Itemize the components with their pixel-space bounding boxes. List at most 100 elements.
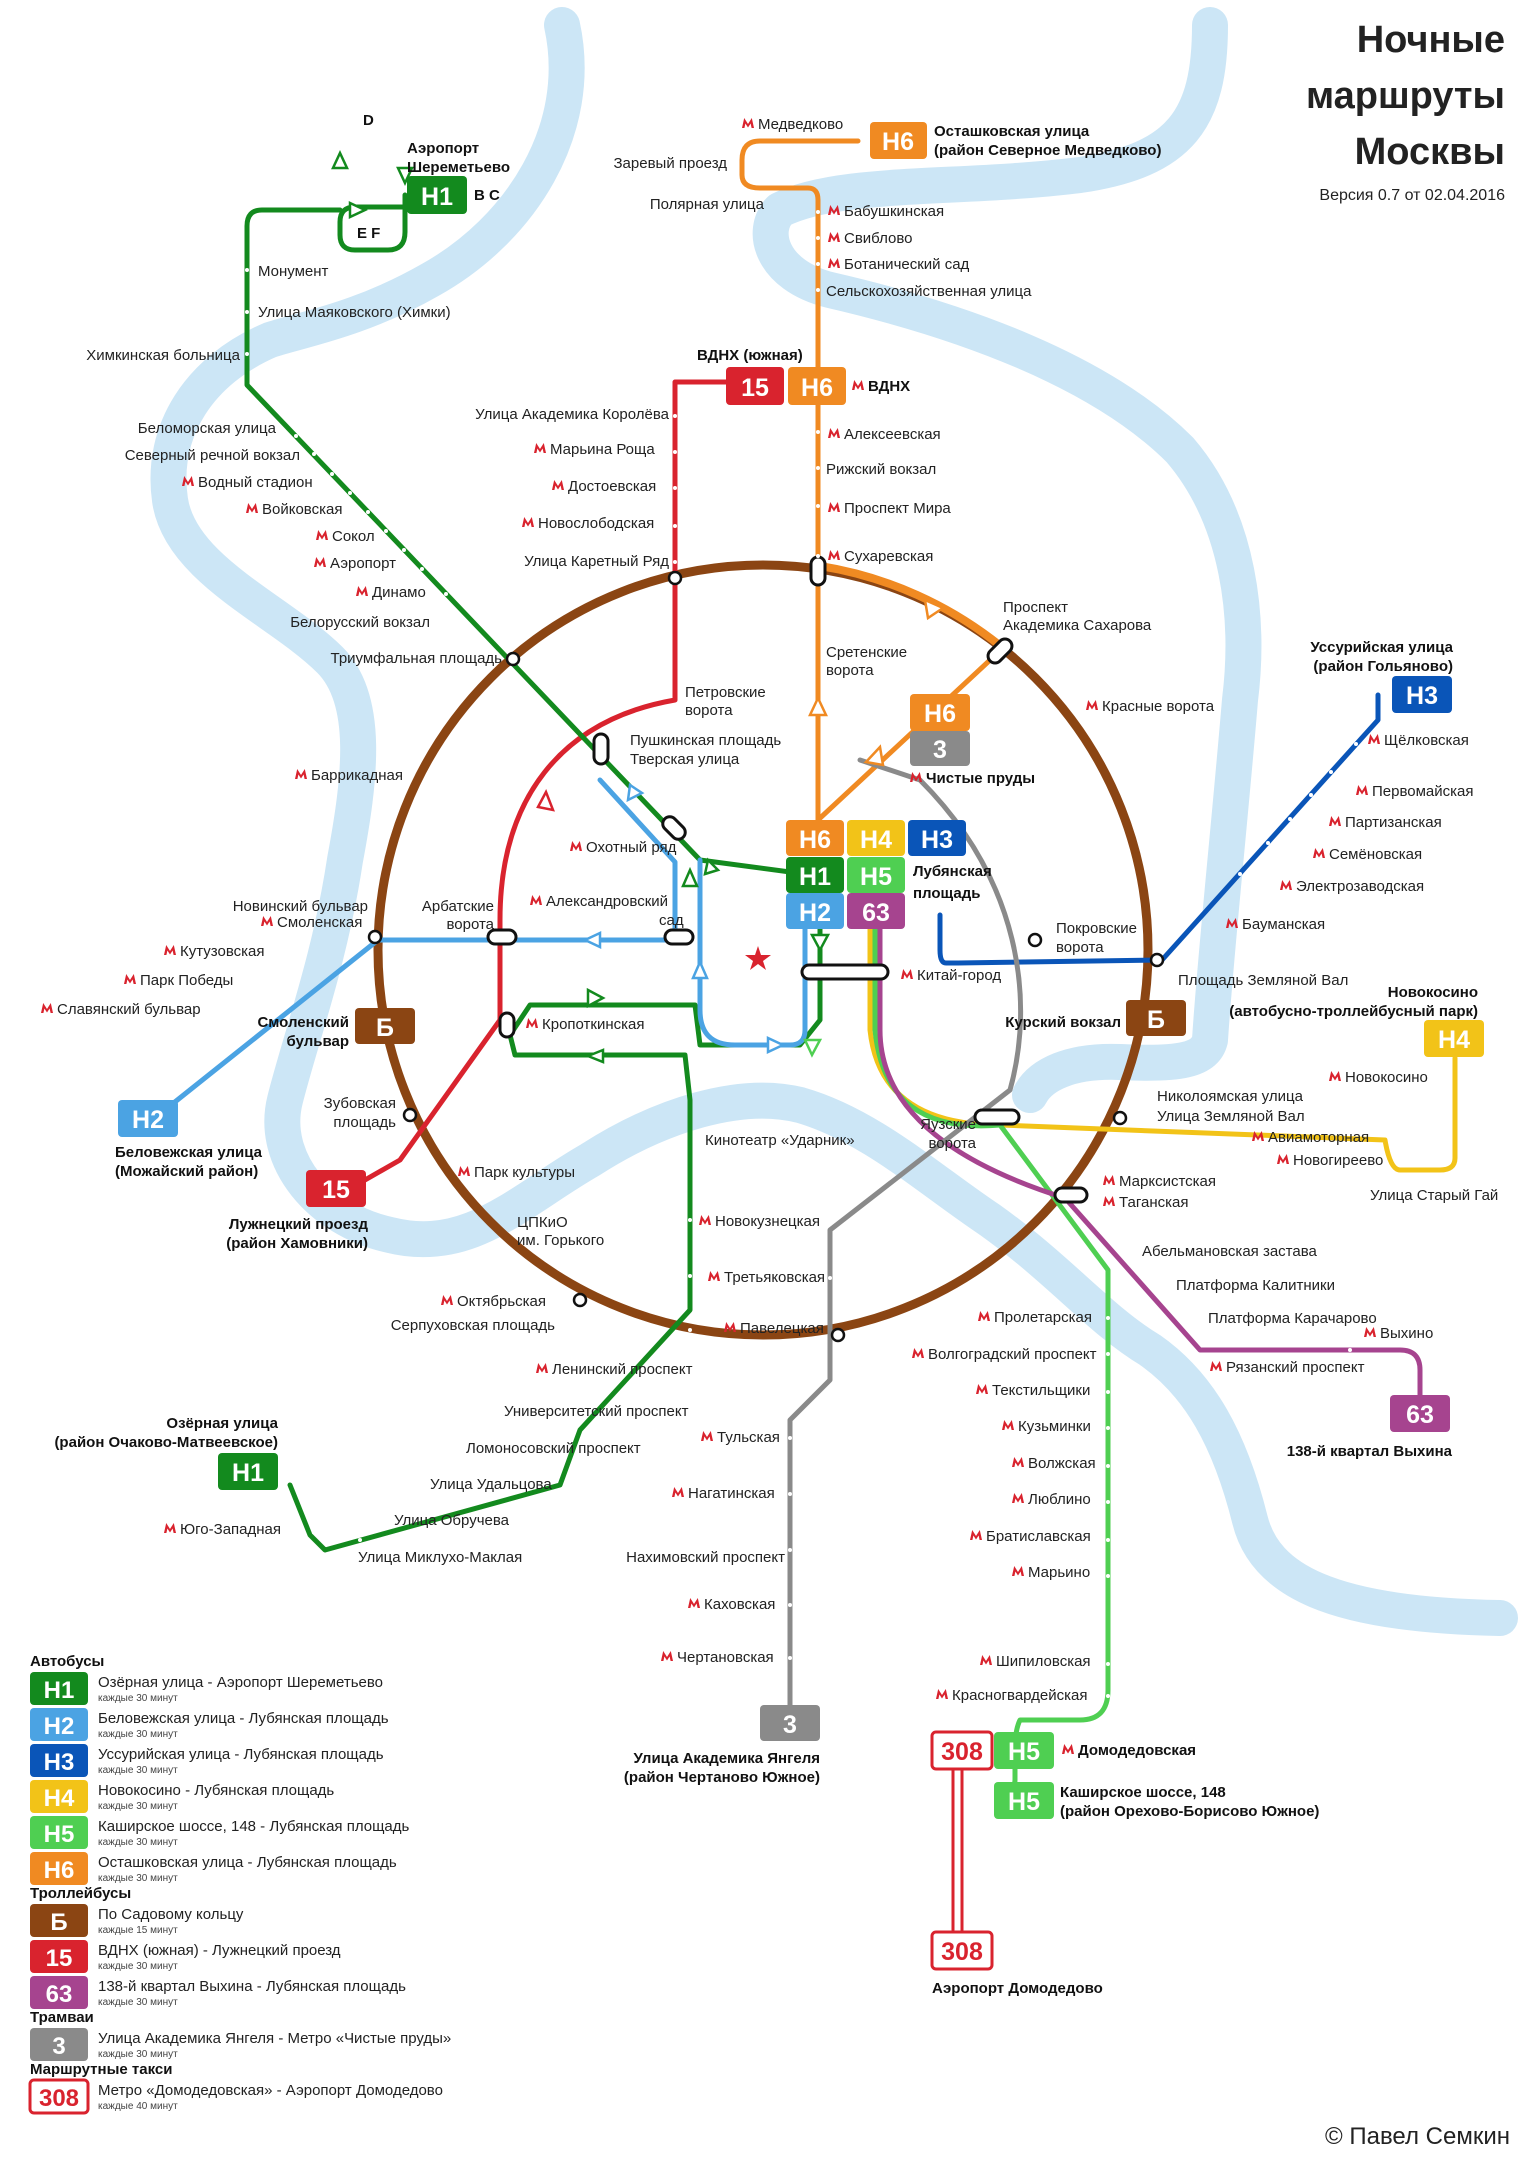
legend-route-name: Осташковская улица - Лубянская площадь	[98, 1854, 397, 1871]
badge-308-domodedovo: 308	[930, 1930, 994, 1971]
metro-kakhovskaya: Каховская	[704, 1596, 775, 1613]
terminus-luzhnetsky-2: (район Хамовники)	[226, 1235, 368, 1252]
metro-yugo-zapadnaya: Юго-Западная	[180, 1521, 281, 1538]
metro-volgogradsky: Волгоградский проспект	[928, 1346, 1097, 1363]
terminus-ostashkovskaya-1: Осташковская улица	[934, 123, 1090, 140]
metro-alekseevskaya: Алексеевская	[844, 426, 941, 443]
metro-lyublino: Люблино	[1028, 1491, 1091, 1508]
badge-h2-lubyanka: Н2	[786, 893, 844, 929]
map-title-line-2: маршруты	[1306, 75, 1505, 117]
metro-krasnogvardeyskaya: Красногвардейская	[952, 1687, 1088, 1704]
terminus-kashirskoe-2: (район Орехово-Борисово Южное)	[1060, 1803, 1319, 1820]
terminus-belovezhskaya-1: Беловежская улица	[115, 1144, 263, 1161]
copyright: © Павел Семкин	[1325, 2123, 1510, 2150]
badge-h5-lubyanka: Н5	[847, 857, 905, 893]
badge-h6-lubyanka: Н6	[786, 820, 844, 856]
route-308-line	[951, 1750, 964, 1932]
legend-badge-label: 3	[52, 2033, 65, 2060]
metro-partizanskaya: Партизанская	[1345, 814, 1442, 831]
svg-text:Б: Б	[1147, 1006, 1165, 1034]
metro-taganskaya: Таганская	[1119, 1194, 1188, 1211]
route-15-line	[327, 379, 768, 1203]
badge-h6-vdnh: Н6	[788, 367, 846, 405]
svg-text:Н6: Н6	[924, 700, 956, 728]
badge-3-yangelya: 3	[760, 1705, 820, 1741]
arrow-h2-tverskaya	[626, 782, 645, 803]
metro-maryina-roshcha: Марьина Роща	[550, 441, 655, 458]
stop-zarevy: Заревый проезд	[613, 155, 727, 172]
legend-badge	[30, 1780, 88, 1813]
stop-belorussky: Белорусский вокзал	[290, 614, 430, 631]
metro-park-pobedy: Парк Победы	[140, 972, 233, 989]
arrow-h1-sheremetyevo-d	[331, 150, 349, 170]
metro-vodny: Водный стадион	[198, 474, 313, 491]
metro-nagatinskaya: Нагатинская	[688, 1485, 775, 1502]
arrow-h1-okhotny	[703, 857, 721, 876]
metro-aleksandrovsky: Александровский	[546, 893, 668, 910]
stop-nikoloyamskaya: Николоямская улица	[1157, 1088, 1304, 1105]
metro-novokosino: Новокосино	[1345, 1069, 1428, 1086]
transfer-okhotny	[661, 815, 687, 841]
legend-frequency: каждые 30 минут	[98, 1873, 178, 1884]
legend-badge-label: Н1	[44, 1677, 75, 1704]
badge-h4-lubyanka: Н4	[847, 820, 905, 856]
legend-badge	[30, 1744, 88, 1777]
stop-nakhimovsky: Нахимовский проспект	[626, 1549, 785, 1566]
svg-text:Н1: Н1	[421, 183, 453, 211]
svg-text:15: 15	[741, 374, 769, 402]
legend-heading: Маршрутные такси	[30, 2061, 172, 2078]
gate-bc-label: B C	[474, 187, 500, 204]
metro-babushkinskaya: Бабушкинская	[844, 203, 944, 220]
metro-ryazansky: Рязанский проспект	[1226, 1359, 1365, 1376]
legend-badge-label: Н4	[44, 1785, 75, 1812]
map-badges: Н6 15 Н6 Н1 Н3 Н6 3 Н6 Н4 Н3 Н1 Н5 Н2 63…	[118, 122, 1484, 1971]
metro-paveletskaya: Павелецкая	[740, 1320, 824, 1337]
direction-arrows	[331, 150, 946, 1064]
stop-tverskaya: Тверская улица	[630, 751, 740, 768]
legend-frequency: каждые 30 минут	[98, 1961, 178, 1972]
red-star-icon	[745, 946, 771, 970]
terminus-domodedovo: Аэропорт Домодедово	[932, 1980, 1103, 1997]
terminus-belovezhskaya-2: (Можайский район)	[115, 1163, 258, 1180]
legend-badge	[30, 2028, 88, 2061]
badge-h2-belovezhskaya: Н2	[118, 1100, 178, 1137]
terminus-sheremetyevo-2: Шереметьево	[407, 159, 510, 176]
metro-shchelkovskaya: Щёлковская	[1384, 732, 1469, 749]
stop-arbatskie-1: Арбатские	[422, 898, 494, 915]
stop-universitetsky: Университетский проспект	[504, 1403, 689, 1420]
metro-oktyabrskaya: Октябрьская	[457, 1293, 546, 1310]
transfer-kitay-gorod	[800, 963, 890, 981]
legend-route-name: Каширское шоссе, 148 - Лубянская площадь	[98, 1818, 410, 1835]
route-63-line	[877, 912, 1423, 1398]
gate-d-label: D	[363, 112, 374, 129]
metro-voykovskaya: Войковская	[262, 501, 342, 518]
metro-kitay-gorod: Китай-город	[917, 967, 1001, 984]
metro-sviblovo: Свиблово	[844, 230, 913, 247]
transfer-bars	[486, 555, 1089, 1204]
metro-smolenskaya: Смоленская	[277, 914, 362, 931]
svg-text:Н1: Н1	[232, 1459, 264, 1487]
badge-h4-novokosino: Н4	[1424, 1020, 1484, 1057]
metro-okhotny: Охотный ряд	[586, 839, 677, 856]
stop-petrovskie-1: Петровские	[685, 684, 766, 701]
metro-semyonovskaya: Семёновская	[1329, 846, 1422, 863]
legend-frequency: каждые 30 минут	[98, 1997, 178, 2008]
terminus-yangelya-2: (район Чертаново Южное)	[624, 1769, 820, 1786]
terminus-smolensky-1: Смоленский	[257, 1014, 349, 1031]
terminus-lubyanka-1: Лубянская	[913, 863, 992, 880]
stop-tspkio-1: ЦПКиО	[517, 1214, 568, 1231]
metro-baumanskaya: Бауманская	[1242, 916, 1325, 933]
route-h6-ring-arc	[816, 562, 1007, 652]
stop-stary-gay: Улица Старый Гай	[1370, 1187, 1498, 1204]
metro-proletarskaya: Пролетарская	[994, 1309, 1092, 1326]
stop-arbatskie-2: ворота	[446, 916, 494, 933]
stop-zemlyanoy-val-st: Улица Земляной Вал	[1157, 1108, 1305, 1125]
stop-pokrovskie-2: ворота	[1056, 939, 1104, 956]
svg-text:15: 15	[322, 1176, 350, 1204]
badge-b-kursky: Б	[1126, 1000, 1186, 1036]
arrow-h1-sheremetyevo-e	[348, 201, 368, 219]
